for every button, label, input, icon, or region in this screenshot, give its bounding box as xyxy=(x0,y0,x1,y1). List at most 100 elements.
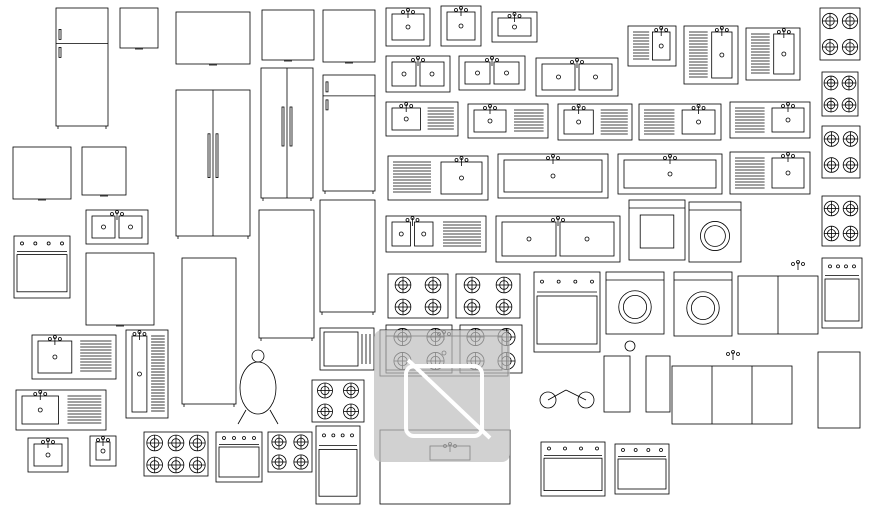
tap-icon xyxy=(791,104,795,108)
outline xyxy=(125,329,169,419)
knob-icon xyxy=(20,241,24,246)
outline xyxy=(540,441,606,497)
line xyxy=(547,389,567,401)
lid-handle-icon xyxy=(251,349,265,363)
drain-icon xyxy=(37,407,43,413)
outline xyxy=(497,153,609,199)
sink-block xyxy=(617,153,723,195)
stove-block xyxy=(387,273,449,319)
outline xyxy=(85,252,155,326)
washing-machine-block xyxy=(688,201,742,263)
sink-bowl xyxy=(559,221,615,257)
drain-icon xyxy=(429,71,435,77)
handle xyxy=(207,133,211,179)
sink-block xyxy=(497,153,609,199)
outline xyxy=(322,9,376,63)
tap-icon xyxy=(736,352,740,356)
sink-bowl xyxy=(773,33,795,75)
outline xyxy=(440,5,482,47)
sink-bowl xyxy=(623,159,717,189)
outline xyxy=(387,155,489,201)
tap-icon xyxy=(106,438,110,442)
outline xyxy=(627,25,677,67)
sink-block xyxy=(557,103,633,141)
sink-block xyxy=(387,155,489,201)
sink-bowl xyxy=(131,335,148,413)
faucet-icon xyxy=(490,56,494,60)
tap-icon xyxy=(663,156,667,160)
tap-icon xyxy=(399,104,404,108)
oven-door xyxy=(824,278,860,322)
faucet-icon xyxy=(416,56,420,60)
tap-icon xyxy=(801,262,805,266)
stove-block xyxy=(540,441,606,497)
sink-block xyxy=(535,57,619,97)
image-unavailable-icon xyxy=(404,364,484,438)
oven-door xyxy=(318,448,358,497)
outline xyxy=(85,209,149,245)
tap-icon xyxy=(561,218,565,222)
drain-icon xyxy=(398,231,404,237)
tap-icon xyxy=(58,337,62,341)
knob-icon xyxy=(252,436,256,440)
stove-block xyxy=(315,425,361,505)
outline xyxy=(533,271,601,353)
tap-icon xyxy=(673,156,677,160)
outline xyxy=(638,103,722,141)
outline xyxy=(181,257,237,405)
slash xyxy=(406,358,492,440)
stove-block xyxy=(821,71,859,117)
tap-icon xyxy=(781,154,785,158)
sink-block xyxy=(729,151,811,195)
faucet-icon xyxy=(459,156,464,160)
sink-block xyxy=(729,101,811,139)
wheel xyxy=(577,391,595,409)
drain-icon xyxy=(658,43,664,49)
faucet-icon xyxy=(410,216,415,220)
outline xyxy=(821,257,863,329)
outline xyxy=(13,235,71,299)
outline xyxy=(495,215,621,263)
preview-overlay xyxy=(374,330,510,462)
knob-icon xyxy=(590,279,594,284)
outline xyxy=(143,431,209,477)
drain-icon xyxy=(101,224,106,230)
washing-machine-block xyxy=(673,271,733,337)
faucet-icon xyxy=(38,390,43,394)
oven-door xyxy=(617,458,667,490)
drain-icon xyxy=(128,224,133,230)
tap-icon xyxy=(495,58,499,62)
tap-icon xyxy=(570,60,574,64)
knob-icon xyxy=(331,433,336,438)
cabinet-block xyxy=(85,252,155,327)
faucet-icon xyxy=(659,26,664,30)
knob-icon xyxy=(844,264,848,269)
cabinet-block xyxy=(119,7,159,50)
faucet-icon xyxy=(796,260,800,264)
outline xyxy=(628,199,686,261)
outline xyxy=(729,101,811,139)
sink-block xyxy=(31,334,117,380)
tap-icon xyxy=(571,106,576,110)
cabinet-block xyxy=(261,9,315,62)
faucet-icon xyxy=(101,436,105,440)
knob-icon xyxy=(232,436,236,440)
outline xyxy=(385,7,431,47)
tap-icon xyxy=(701,106,706,110)
refrigerator-block xyxy=(258,209,315,341)
faucet-icon xyxy=(786,152,790,156)
tap-icon xyxy=(415,218,420,222)
outline xyxy=(311,379,365,423)
drain-icon xyxy=(584,236,590,242)
drain-icon xyxy=(512,24,517,30)
outline xyxy=(455,273,521,319)
outline xyxy=(385,215,487,253)
stove-block xyxy=(821,257,863,329)
tap-icon xyxy=(493,106,497,110)
sink-bowl xyxy=(493,61,520,85)
sink-block xyxy=(15,389,107,431)
tap-icon xyxy=(691,106,696,110)
sink-bowl xyxy=(21,395,59,425)
sink-bowl xyxy=(578,63,613,91)
sink-bowl xyxy=(391,221,411,247)
